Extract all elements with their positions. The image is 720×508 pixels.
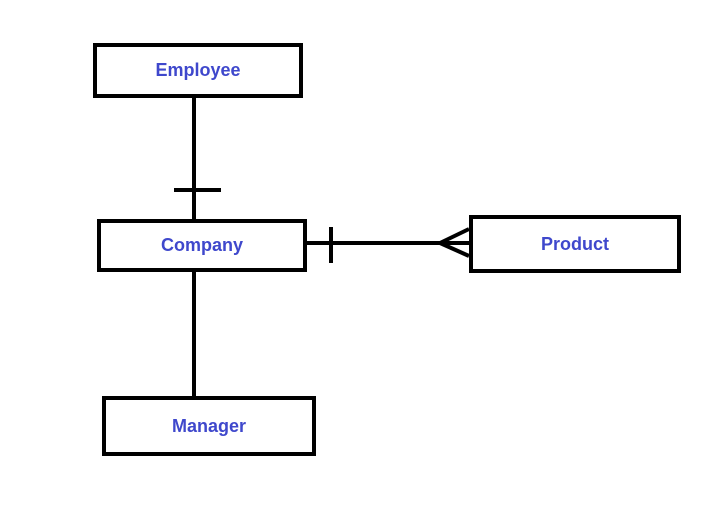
product-label: Product (540, 233, 609, 254)
manager-entity: Manager (102, 396, 316, 456)
product-entity: Product (469, 215, 681, 273)
employee-entity: Employee (93, 43, 303, 98)
employee-label: Employee (155, 60, 241, 80)
company-entity: Company (97, 219, 307, 272)
company-product-crowfoot-lower (439, 241, 470, 258)
company-label: Company (160, 235, 243, 255)
company-product-crowfoot-upper (439, 227, 470, 245)
manager-label: Manager (171, 415, 247, 436)
